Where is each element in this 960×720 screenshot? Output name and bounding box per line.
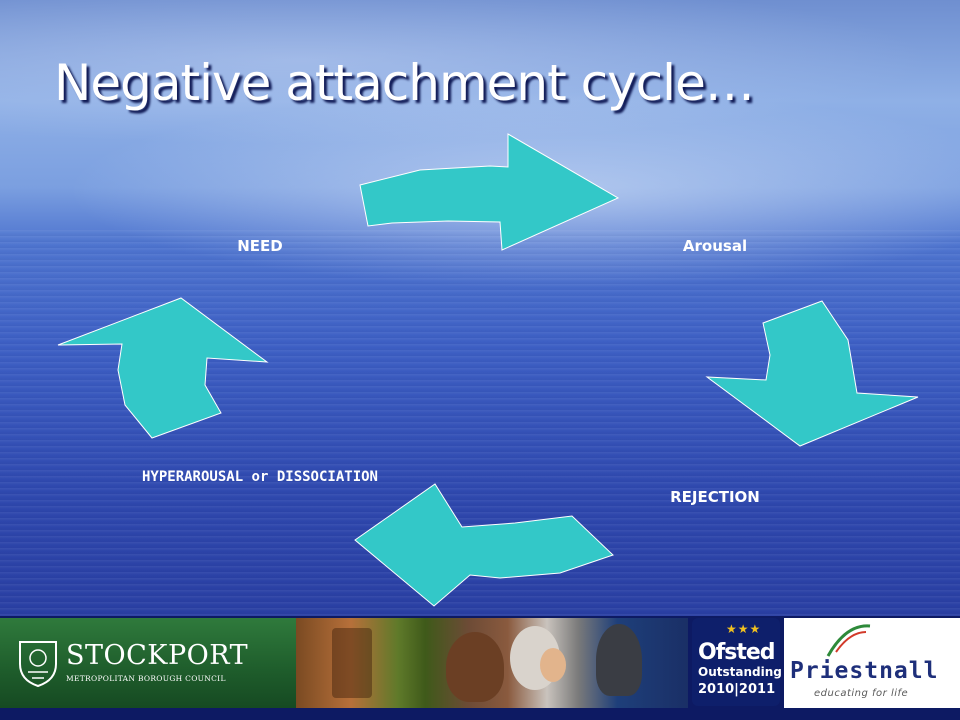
cycle-arrow-right [705, 300, 919, 447]
stockport-logo: STOCKPORT METROPOLITAN BOROUGH COUNCIL [0, 618, 300, 708]
slide-title: Negative attachment cycle… [54, 54, 755, 112]
stockport-subtitle: METROPOLITAN BOROUGH COUNCIL [66, 674, 226, 683]
cycle-label-rejection: REJECTION [670, 488, 760, 506]
swoosh-icon [826, 624, 871, 657]
photo-collage [296, 618, 688, 708]
cycle-arrow-left [57, 297, 269, 439]
cycle-label-need: NEED [237, 237, 283, 255]
council-crest-icon [19, 641, 57, 688]
ofsted-badge: ★★★ Ofsted Outstanding 2010|2011 [692, 618, 782, 706]
stars-icon: ★★★ [726, 622, 762, 636]
ofsted-years: 2010|2011 [698, 682, 776, 697]
ofsted-name: Ofsted [698, 640, 776, 665]
stockport-name: STOCKPORT [66, 640, 249, 671]
priestnall-name: Priestnall [790, 658, 939, 684]
cycle-arrow-bottom [354, 483, 614, 607]
cycle-arrow-top [359, 133, 620, 251]
ofsted-grade: Outstanding [698, 665, 782, 679]
priestnall-tagline: educating for life [814, 688, 909, 699]
cycle-label-arousal: Arousal [682, 237, 748, 255]
cycle-label-hyperarousal: HYPERAROUSAL or DISSOCIATION [141, 469, 378, 485]
priestnall-logo: Priestnall educating for life [784, 618, 960, 708]
